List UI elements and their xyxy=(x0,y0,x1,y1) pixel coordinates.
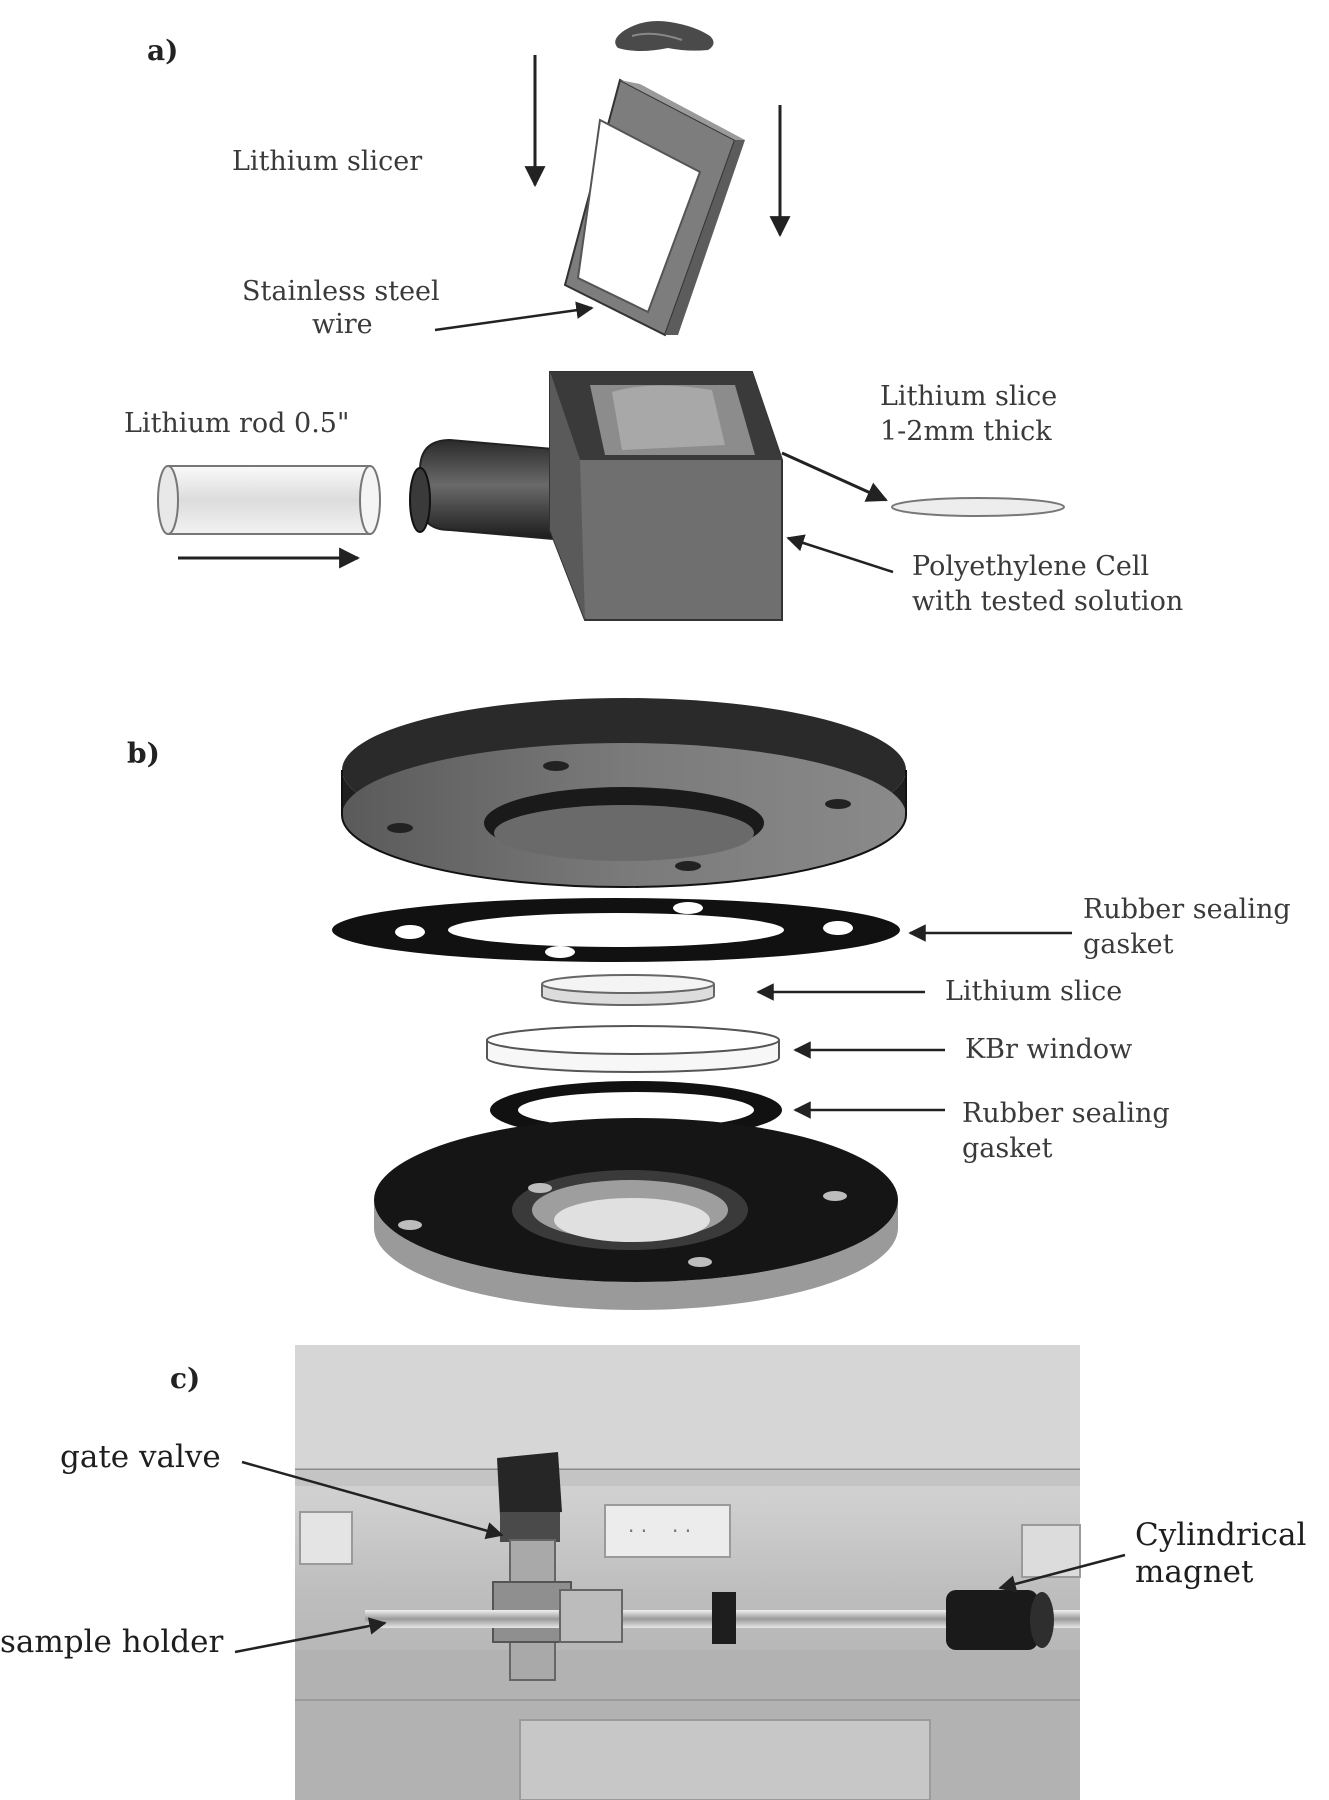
gasket1-label-line2: gasket xyxy=(1083,929,1174,960)
magnet-label-line1: Cylindrical xyxy=(1135,1517,1306,1553)
panel-c-label: c) xyxy=(170,1362,200,1395)
bottom-flange xyxy=(374,1118,898,1310)
slicer-label: Lithium slicer xyxy=(232,146,422,177)
slice-label-line1: Lithium slice xyxy=(880,381,1057,412)
sample-holder-label: sample holder xyxy=(0,1624,223,1660)
lithium-slicer xyxy=(563,78,745,337)
slice-label-line2: 1-2mm thick xyxy=(880,416,1052,447)
polyethylene-cell xyxy=(409,371,783,621)
svg-text:· ·: · · xyxy=(672,1519,691,1543)
window-label: KBr window xyxy=(965,1034,1132,1065)
sample-holder-pointer xyxy=(234,1617,387,1654)
magnet-label-line2: magnet xyxy=(1135,1554,1254,1590)
slice-pointer-arrow xyxy=(781,451,888,502)
lithium-slice-b xyxy=(541,974,715,1006)
cell-label-line1: Polyethylene Cell xyxy=(912,551,1149,582)
wire-label-line1: Stainless steel xyxy=(242,276,440,307)
top-flange xyxy=(341,698,907,888)
panel-a-label: a) xyxy=(147,34,178,67)
gasket2-label-line2: gasket xyxy=(962,1133,1053,1164)
kbr-window xyxy=(486,1025,780,1073)
wire-pointer-arrow xyxy=(434,301,594,332)
panel-b-label: b) xyxy=(127,737,160,770)
rubber-gasket-top xyxy=(332,898,900,962)
lithium-rod xyxy=(157,465,381,535)
magnet-pointer xyxy=(998,1553,1126,1593)
lithium-slice-a xyxy=(891,497,1065,517)
gasket1-label-line1: Rubber sealing xyxy=(1083,894,1291,925)
wire-label-line2: wire xyxy=(312,309,373,340)
cell-label-line2: with tested solution xyxy=(912,586,1183,617)
svg-text:· ·: · · xyxy=(628,1519,647,1543)
gate-valve-pointer xyxy=(241,1460,504,1540)
hand-icon xyxy=(615,21,714,51)
apparatus-photo: · · · · xyxy=(295,1345,1081,1800)
cell-pointer-arrow xyxy=(786,534,894,574)
gasket2-label-line1: Rubber sealing xyxy=(962,1098,1170,1129)
gate-valve-label: gate valve xyxy=(60,1439,221,1475)
rod-label: Lithium rod 0.5" xyxy=(124,408,349,439)
slice-b-label: Lithium slice xyxy=(945,976,1122,1007)
